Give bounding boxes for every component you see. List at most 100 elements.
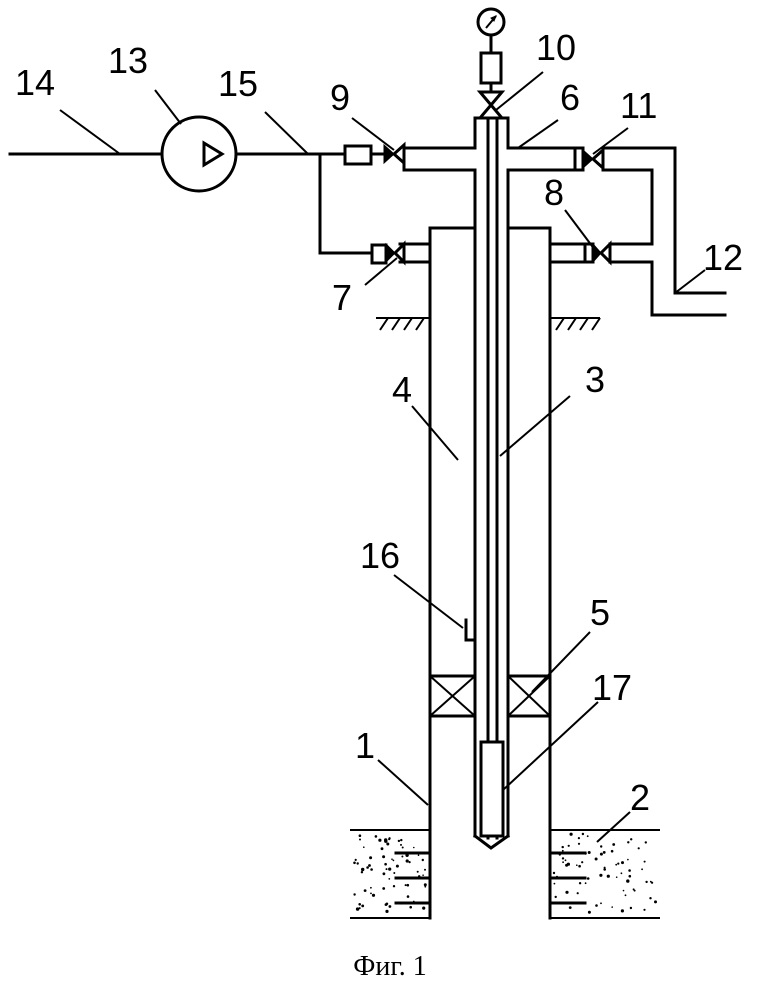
sand-grain	[587, 851, 591, 854]
sand-grain	[627, 841, 630, 844]
sand-grain	[406, 883, 410, 887]
sand-grain	[637, 847, 640, 850]
sand-grain	[627, 858, 629, 861]
label-6: 6	[560, 77, 580, 118]
sand-grain	[568, 906, 572, 909]
numeric-labels: 14 13 15 9 10 6 11 8 7 12 4 3 16 5 17 1 …	[15, 27, 743, 818]
sand-grain	[603, 866, 606, 869]
valve-10-icon	[476, 90, 506, 120]
label-1: 1	[355, 725, 375, 766]
sand-grain	[552, 871, 556, 875]
casing	[428, 260, 552, 920]
sand-grain	[564, 859, 567, 862]
sand-grain	[612, 843, 616, 846]
tubing	[472, 116, 511, 850]
sand-grain	[368, 864, 371, 867]
sand-grain	[358, 834, 362, 837]
sand-grain	[581, 861, 584, 864]
sand-grain	[391, 858, 393, 860]
sand-grain	[361, 904, 365, 908]
sand-grain	[576, 864, 578, 866]
label-3: 3	[585, 359, 605, 400]
sand-grain	[649, 880, 652, 883]
sand-grain	[554, 895, 557, 899]
sand-grain	[569, 832, 573, 836]
sand-grain	[561, 849, 564, 852]
sand-grain	[417, 854, 420, 856]
sand-grain	[385, 909, 389, 914]
sand-grain	[422, 874, 424, 876]
sand-grain	[566, 862, 571, 866]
sand-grain	[401, 855, 404, 858]
label-8: 8	[544, 172, 564, 213]
label-7: 7	[332, 277, 352, 318]
sand-grain	[422, 906, 426, 910]
label-17: 17	[592, 667, 632, 708]
connector-9	[343, 144, 386, 166]
sand-grain	[406, 895, 410, 898]
sand-grain	[595, 904, 598, 907]
sand-grain	[599, 852, 603, 856]
sand-grain	[380, 847, 384, 851]
sand-grain	[654, 900, 657, 904]
sand-grain	[371, 893, 376, 897]
sand-grain	[611, 906, 613, 908]
sand-grain	[615, 863, 618, 866]
sand-grain	[626, 879, 630, 883]
label-14: 14	[15, 62, 55, 103]
perforations-right	[548, 851, 587, 905]
sand-grain	[363, 889, 367, 892]
sand-grain	[353, 893, 356, 896]
label-16: 16	[360, 535, 400, 576]
label-4: 4	[392, 369, 412, 410]
sand-grain	[409, 905, 413, 909]
annulus-side-outlets	[398, 242, 587, 264]
sand-grain	[628, 874, 632, 878]
sand-grain	[599, 873, 603, 877]
sand-grain	[392, 885, 396, 888]
pressure-gauge-icon	[476, 7, 506, 94]
sand-grain	[423, 883, 427, 887]
sand-grain	[587, 910, 591, 914]
sand-grain	[359, 838, 361, 841]
connector-7	[370, 243, 388, 265]
sand-grain	[384, 862, 387, 866]
sand-grain	[356, 862, 359, 865]
sand-grain	[586, 835, 589, 838]
sand-grain	[392, 859, 395, 862]
sand-grain	[416, 870, 419, 873]
sand-grain	[603, 868, 606, 871]
sand-grain	[600, 845, 603, 848]
sand-grain	[567, 844, 570, 847]
sand-grain	[366, 866, 369, 869]
sand-grain	[641, 868, 643, 871]
sand-grain	[360, 871, 364, 874]
sand-grain	[584, 882, 587, 885]
sand-grain	[361, 867, 365, 872]
sand-grain	[600, 902, 602, 905]
sand-grain	[355, 907, 360, 911]
sand-grain	[577, 842, 581, 845]
sand-grain	[400, 843, 402, 846]
sand-grain	[606, 874, 610, 878]
sand-grain	[388, 838, 391, 841]
sand-grain	[620, 909, 625, 913]
sand-grain	[553, 882, 556, 885]
label-2: 2	[630, 777, 650, 818]
sand-grain	[610, 849, 614, 853]
sand-grain	[594, 857, 598, 861]
downhole-device	[479, 740, 505, 838]
label-13: 13	[108, 40, 148, 81]
sand-grain	[382, 872, 386, 876]
sand-grain	[369, 856, 373, 860]
packer	[428, 674, 552, 718]
label-11: 11	[620, 85, 657, 126]
sand-grain	[384, 838, 388, 842]
sand-grain	[385, 868, 388, 871]
sand-grain	[424, 868, 426, 871]
label-5: 5	[590, 592, 610, 633]
sand-grain	[395, 864, 399, 868]
figure-caption: Фиг. 1	[353, 951, 426, 982]
sand-grain	[408, 861, 411, 864]
